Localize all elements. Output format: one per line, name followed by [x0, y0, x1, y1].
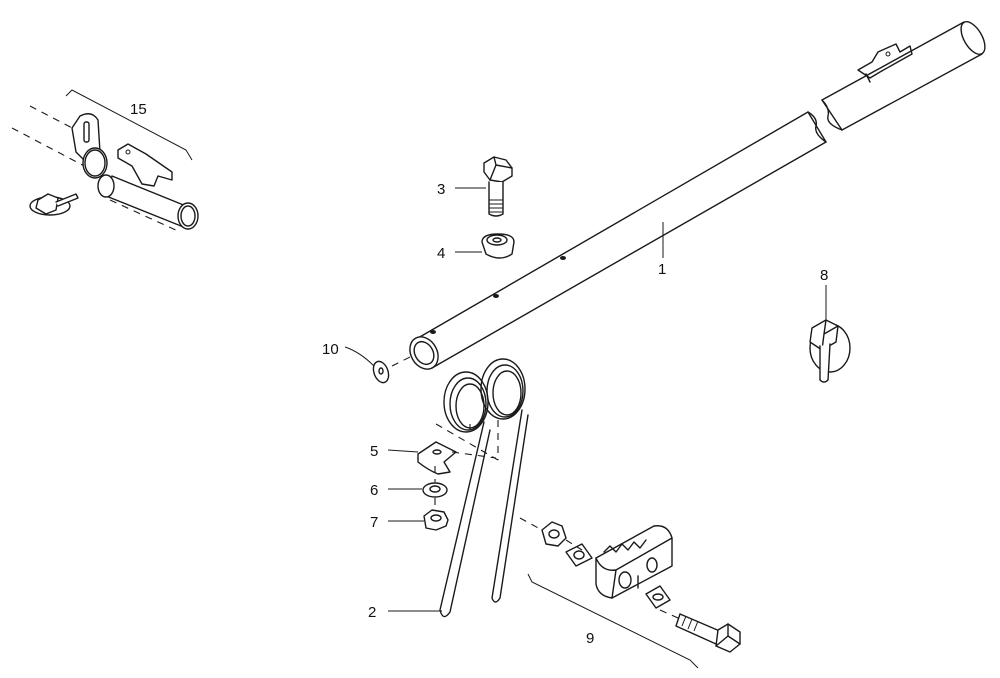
clamp-plate-5 — [417, 423, 499, 475]
bushing-4 — [481, 233, 515, 259]
callout-15: 15 — [130, 101, 147, 118]
main-tube — [409, 21, 986, 370]
callout-4: 4 — [437, 245, 445, 262]
leader-lines — [344, 187, 827, 612]
callout-7: 7 — [370, 514, 378, 531]
nut-7 — [423, 498, 449, 531]
mounting-detail-15 — [11, 89, 199, 233]
callout-10: 10 — [322, 341, 339, 358]
washer-10 — [372, 356, 411, 384]
callout-6: 6 — [370, 482, 378, 499]
washer-6 — [422, 466, 448, 498]
bolt-3 — [483, 156, 513, 217]
callout-2: 2 — [368, 604, 376, 621]
callout-8: 8 — [820, 267, 828, 284]
callout-9: 9 — [586, 630, 594, 647]
callout-3: 3 — [437, 181, 445, 198]
callout-5: 5 — [370, 443, 378, 460]
linch-pin-8 — [809, 319, 851, 383]
clamp-assembly-9 — [519, 517, 741, 653]
group-bracket-9 — [527, 573, 699, 669]
spring-tine-2 — [439, 358, 529, 618]
callout-1: 1 — [658, 261, 666, 278]
